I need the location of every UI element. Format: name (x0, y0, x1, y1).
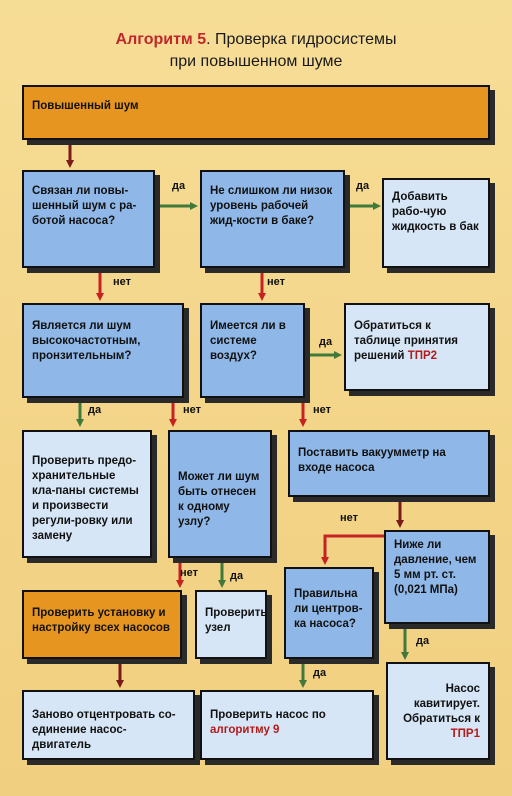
label-yes: да (356, 180, 370, 192)
node-a-setup: Проверить установку и настройку всех нас… (22, 590, 182, 659)
node-a-cav-text: Насос кавитирует. Обратиться к (403, 683, 480, 725)
node-q-air-text: Имеется ли в системе воздух? (210, 320, 286, 362)
node-q-center-text: Правильна ли центров-ка насоса? (294, 588, 363, 630)
label-yes: да (172, 180, 186, 192)
node-a-add: Добавить рабо-чую жидкость в бак (382, 178, 490, 268)
label-yes: да (416, 635, 430, 647)
node-q-air: Имеется ли в системе воздух? (200, 303, 305, 398)
node-start-text: Повышенный шум (32, 100, 139, 112)
label-no: нет (180, 567, 199, 579)
node-a-cav-ref: ТПР1 (450, 728, 480, 740)
label-no: нет (313, 404, 332, 416)
node-start: Повышенный шум (22, 85, 490, 140)
node-a-valves-text: Проверить предо-хранительные кла-паны си… (32, 455, 139, 542)
node-q-pressure-text: Ниже ли давление, чем 5 мм рт. ст. (0,02… (394, 539, 477, 596)
node-a-recenter-text: Заново отцентровать со-единение насос-дв… (32, 709, 176, 751)
page-title: Алгоритм 5. Проверка гидросистемы (0, 30, 512, 50)
node-a-algo-ref: алгоритму 9 (210, 724, 280, 736)
node-q-pressure: Ниже ли давление, чем 5 мм рт. ст. (0,02… (384, 530, 490, 624)
node-a-add-text: Добавить рабо-чую жидкость в бак (392, 191, 479, 233)
label-yes: да (313, 667, 327, 679)
node-a-vacuum: Поставить вакуумметр на входе насоса (288, 430, 490, 497)
label-yes: да (319, 336, 333, 348)
node-a-table-text: Обратиться к таблице принятия решений (354, 320, 458, 362)
node-a-algo-text: Проверить насос по (210, 709, 326, 721)
node-a-vacuum-text: Поставить вакуумметр на входе насоса (298, 447, 446, 474)
page-subtitle: при повышенном шуме (169, 53, 343, 70)
node-q-level-text: Не слишком ли низок уровень рабочей жид-… (210, 185, 333, 227)
node-a-table-ref: ТПР2 (407, 350, 438, 362)
label-yes: да (88, 404, 102, 416)
title-prefix: Алгоритм 5 (115, 31, 207, 48)
node-a-node-text: Проверить узел (205, 607, 268, 634)
label-no: нет (267, 276, 286, 288)
node-q-level: Не слишком ли низок уровень рабочей жид-… (200, 170, 345, 268)
node-q-hf: Является ли шум высокочастотным, пронзит… (22, 303, 184, 398)
node-q-pump: Связан ли повы-шенный шум с ра-ботой нас… (22, 170, 155, 268)
label-no: нет (340, 512, 359, 524)
node-q-unit-text: Может ли шум быть отнесен к одному узлу? (178, 471, 260, 528)
node-a-valves: Проверить предо-хранительные кла-паны си… (22, 430, 152, 558)
node-q-hf-text: Является ли шум высокочастотным, пронзит… (32, 320, 141, 362)
title-line1: . Проверка гидросистемы (206, 31, 397, 48)
node-a-cav: Насос кавитирует. Обратиться к ТПР1 (386, 662, 490, 760)
node-a-node: Проверить узел (195, 590, 267, 659)
node-a-setup-text: Проверить установку и настройку всех нас… (32, 607, 170, 634)
label-no: нет (183, 404, 202, 416)
node-a-recenter: Заново отцентровать со-единение насос-дв… (22, 690, 195, 760)
label-no: нет (113, 276, 132, 288)
node-q-center: Правильна ли центров-ка насоса? (284, 567, 374, 659)
label-yes: да (230, 570, 244, 582)
node-q-pump-text: Связан ли повы-шенный шум с ра-ботой нас… (32, 185, 137, 227)
node-q-unit: Может ли шум быть отнесен к одному узлу? (168, 430, 272, 558)
arrow-pressure-center (321, 534, 384, 565)
node-a-table: Обратиться к таблице принятия решений ТП… (344, 303, 490, 391)
node-a-algo: Проверить насос по алгоритму 9 (200, 690, 374, 760)
